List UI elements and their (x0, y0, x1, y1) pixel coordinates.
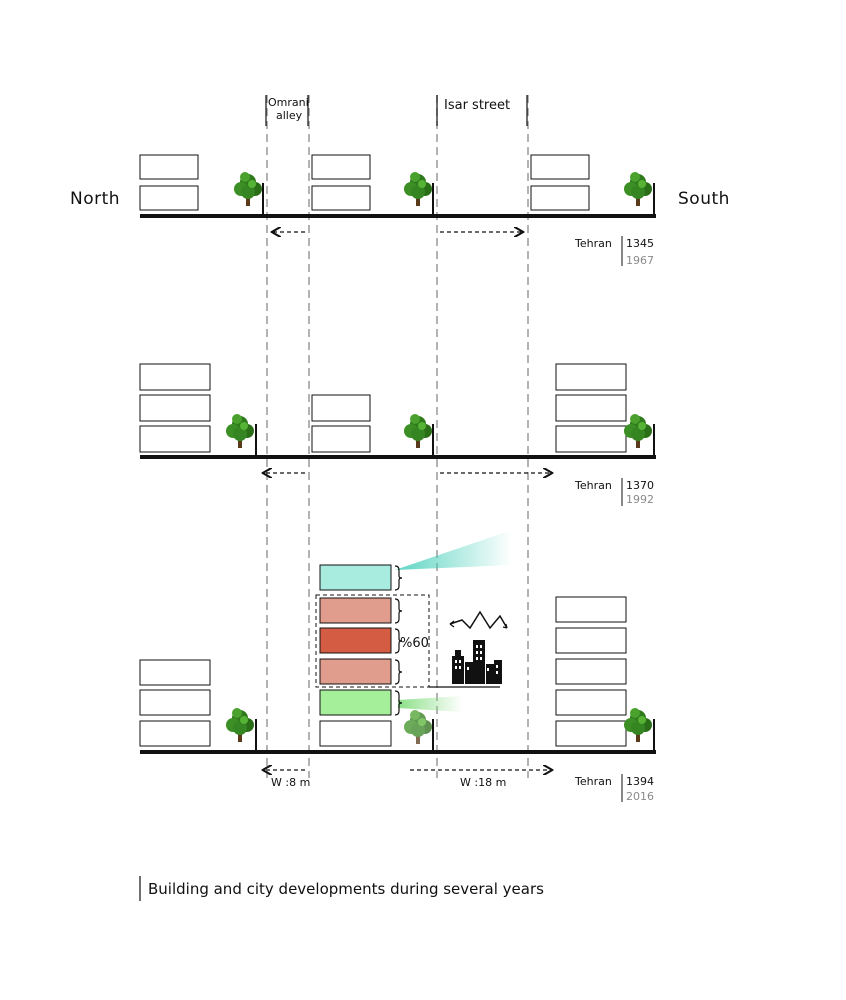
building-floor (139, 154, 199, 180)
floor-braces (394, 565, 403, 716)
building-floor (555, 658, 627, 685)
ground-line (140, 750, 656, 754)
section-1992: Tehran 1370 1992 (139, 363, 656, 506)
floor-green-view (319, 689, 392, 716)
era-year-solar: 1394 (626, 775, 654, 788)
south-label: South (678, 189, 730, 209)
building-floor (139, 720, 211, 747)
building-floor (555, 627, 627, 654)
tree-icon (234, 172, 262, 206)
green-view-beam (398, 696, 462, 712)
building-floor (311, 394, 371, 422)
alley-label-line1: Omrani (268, 96, 309, 109)
tree-icon (624, 414, 652, 448)
street-label: Isar street (444, 98, 510, 113)
building-floor (311, 154, 371, 180)
building-floor-density (319, 627, 392, 654)
alley-width-label: W :8 m (271, 776, 310, 789)
era-year-solar: 1345 (626, 237, 654, 250)
tree-icon (404, 710, 432, 744)
era-year-gregorian: 1967 (626, 254, 654, 267)
guide-lines (266, 95, 529, 778)
north-label: North (70, 189, 120, 209)
building-floor (555, 363, 627, 391)
section-2016: %60 (139, 530, 656, 803)
caption-text: Building and city developments during se… (148, 880, 544, 898)
era-year-gregorian: 1992 (626, 493, 654, 506)
street-width-label: W :18 m (460, 776, 506, 789)
building-floor (139, 363, 211, 391)
building-floor (555, 596, 627, 623)
tree-icon (226, 708, 254, 742)
ground-line (140, 214, 656, 218)
tree-icon (226, 414, 254, 448)
era-city: Tehran (574, 237, 612, 250)
building-floor (319, 720, 392, 747)
building-floor (555, 720, 627, 747)
building-floor (555, 425, 627, 453)
street-labels: Omrani alley Isar street (265, 95, 528, 126)
era-year-gregorian: 2016 (626, 790, 654, 803)
city-economy-icon (449, 610, 508, 684)
building-floor (311, 425, 371, 453)
building-floor-density (319, 597, 392, 624)
caption: Building and city developments during se… (139, 876, 544, 901)
density-box (315, 594, 430, 688)
ground-line (140, 455, 656, 459)
era-year-solar: 1370 (626, 479, 654, 492)
era-city: Tehran (574, 775, 612, 788)
tree-icon (404, 172, 432, 206)
tree-icon (404, 414, 432, 448)
building-floor (139, 185, 199, 211)
tree-icon (624, 708, 652, 742)
building-floor (139, 689, 211, 716)
alley-label-line2: alley (276, 109, 303, 122)
building-floor (139, 425, 211, 453)
building-floor (555, 394, 627, 422)
building-floor (530, 185, 590, 211)
density-percentage: %60 (400, 636, 429, 651)
building-floor (530, 154, 590, 180)
building-floor (555, 689, 627, 716)
section-1967: Tehran 1345 1967 (139, 154, 656, 267)
building-floor (311, 185, 371, 211)
building-floor (139, 394, 211, 422)
building-floor (139, 659, 211, 686)
tree-icon (624, 172, 652, 206)
building-floor-density (319, 658, 392, 685)
sky-view-beam (395, 530, 512, 570)
top-floor-sky (319, 564, 392, 591)
era-city: Tehran (574, 479, 612, 492)
